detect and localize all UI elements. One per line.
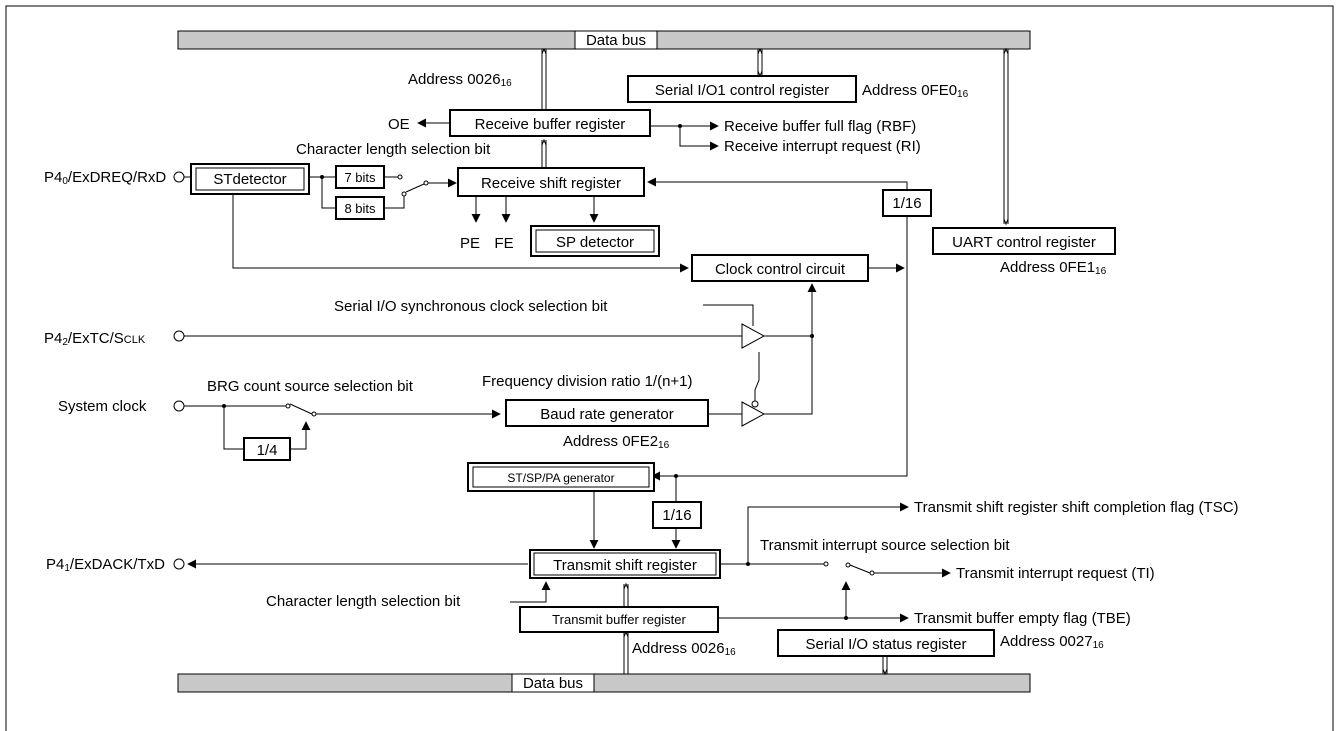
tbe-label: Transmit buffer empty flag (TBE) — [914, 610, 1131, 627]
st-sp-pa-generator: ST/SP/PA generator — [467, 462, 655, 492]
char-length-bit-top: Character length selection bit — [296, 141, 491, 158]
sclk-buffer — [741, 323, 766, 349]
svg-text:Receive shift register: Receive shift register — [481, 175, 621, 192]
char-length-bottom-line — [510, 581, 551, 603]
ti-label: Transmit interrupt request (TI) — [956, 565, 1155, 582]
brg-buffer — [741, 401, 766, 427]
system-clock-label: System clock — [58, 398, 147, 415]
bit-select-lines — [309, 174, 457, 209]
st-detector: STdetector — [190, 163, 310, 195]
svg-text:Transmit buffer register: Transmit buffer register — [552, 612, 686, 627]
p41-pin — [173, 558, 185, 570]
sync-clock-select-line — [703, 304, 754, 326]
serial-io-status-register: Serial I/O status register — [777, 629, 995, 657]
oe-label: OE — [388, 116, 410, 133]
p40-pin-label: P40/ExDREQ/RxD — [44, 169, 166, 187]
rbf-ri-lines — [650, 121, 719, 151]
svg-text:UART control register: UART control register — [952, 234, 1096, 251]
transmit-shift-register: Transmit shift register — [529, 549, 721, 579]
p40-pin — [173, 171, 185, 183]
uart-control-register: UART control register — [932, 227, 1116, 255]
addr-0026-top: Address 002616 — [408, 71, 512, 89]
divider-1-16-top: 1/16 — [882, 189, 932, 217]
char-length-bit-bottom: Character length selection bit — [266, 593, 461, 610]
svg-text:1/16: 1/16 — [892, 195, 921, 212]
svg-text:7 bits: 7 bits — [344, 170, 376, 185]
p41-pin-label: P41/ExDACK/TxD — [46, 556, 165, 574]
top-data-bus: Data bus — [177, 30, 1031, 50]
svg-text:Transmit shift register: Transmit shift register — [553, 557, 697, 574]
bus-links — [541, 47, 1009, 676]
svg-text:Baud rate generator: Baud rate generator — [540, 406, 673, 423]
system-clock-pin — [173, 400, 185, 412]
svg-text:STdetector: STdetector — [213, 171, 286, 188]
clock-control-circuit: Clock control circuit — [691, 254, 869, 282]
freq-division-ratio: Frequency division ratio 1/(n+1) — [482, 373, 693, 390]
clock-to-rx-shift — [647, 177, 908, 190]
addr-0fe2: Address 0FE216 — [563, 433, 670, 451]
bottom-data-bus-label: Data bus — [523, 675, 583, 692]
transmit-buffer-register: Transmit buffer register — [519, 606, 719, 633]
p42-pin-label: P42/ExTC/SCLK — [44, 330, 146, 348]
top-data-bus-label: Data bus — [586, 32, 646, 49]
brg-source-switch — [184, 403, 501, 450]
tx-interrupt-source-select-bit: Transmit interrupt source selection bit — [760, 537, 1010, 554]
receive-buffer-register: Receive buffer register — [449, 109, 651, 137]
fe-label: FE — [494, 235, 513, 252]
clock-mux-lines — [764, 283, 817, 412]
rbf-label: Receive buffer full flag (RBF) — [724, 118, 916, 135]
tx-clock-lines — [589, 474, 681, 549]
svg-text:8 bits: 8 bits — [344, 201, 376, 216]
serial-io1-control-register: Serial I/O1 control register — [627, 75, 857, 103]
diagram-frame — [5, 5, 1334, 731]
addr-0026-bottom: Address 002616 — [632, 640, 736, 658]
pe-fe-sp-arrows — [471, 196, 599, 223]
addr-0027: Address 002716 — [1000, 633, 1104, 651]
addr-0fe0: Address 0FE016 — [862, 82, 969, 100]
p42-pin — [173, 330, 185, 342]
st-to-clock-line — [232, 194, 689, 273]
svg-text:Serial I/O status register: Serial I/O status register — [806, 636, 967, 653]
bottom-data-bus: Data bus — [177, 673, 1031, 693]
sp-detector: SP detector — [530, 225, 660, 257]
svg-text:1/16: 1/16 — [662, 507, 691, 524]
pe-label: PE — [460, 235, 480, 252]
ri-label: Receive interrupt request (RI) — [724, 138, 921, 155]
svg-text:ST/SP/PA generator: ST/SP/PA generator — [507, 471, 614, 485]
svg-text:Clock control circuit: Clock control circuit — [715, 261, 846, 278]
tsc-label: Transmit shift register shift completion… — [914, 499, 1239, 516]
sync-clock-select-bit: Serial I/O synchronous clock selection b… — [334, 298, 608, 315]
svg-text:Receive buffer register: Receive buffer register — [475, 116, 626, 133]
tx-flag-lines — [718, 502, 951, 623]
divider-1-16-bottom: 1/16 — [652, 501, 702, 529]
svg-text:Serial I/O1 control register: Serial I/O1 control register — [655, 82, 829, 99]
baud-rate-generator: Baud rate generator — [505, 399, 709, 427]
7-bits-box: 7 bits — [335, 165, 385, 189]
divider-1-4: 1/4 — [243, 437, 291, 461]
receive-shift-register: Receive shift register — [457, 167, 645, 197]
svg-text:1/4: 1/4 — [257, 442, 278, 459]
svg-text:SP detector: SP detector — [556, 234, 634, 251]
clock-distribution-lines — [651, 216, 908, 481]
8-bits-box: 8 bits — [335, 196, 385, 220]
brg-source-select-bit: BRG count source selection bit — [207, 378, 414, 395]
addr-0fe1: Address 0FE116 — [1000, 259, 1107, 277]
